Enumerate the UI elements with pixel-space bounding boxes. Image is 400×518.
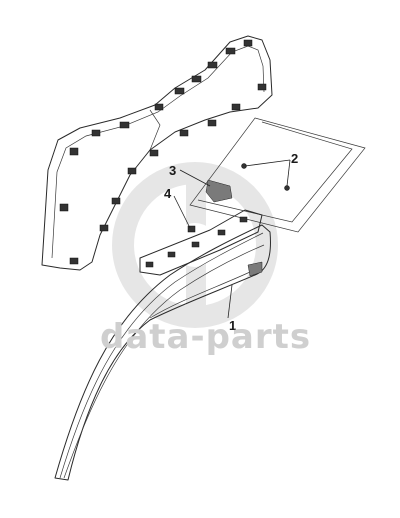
part-3-bracket bbox=[205, 179, 233, 203]
inner-panel bbox=[41, 35, 273, 271]
watermark-text: data-parts bbox=[100, 317, 311, 357]
part-4-clip bbox=[187, 225, 196, 233]
retainer-strip bbox=[139, 209, 263, 276]
callout-3: 3 bbox=[169, 163, 176, 178]
callout-1: 1 bbox=[229, 318, 236, 333]
callout-2: 2 bbox=[291, 151, 298, 166]
floor-outline bbox=[189, 117, 366, 233]
part-2-fasteners bbox=[241, 163, 290, 191]
leader-lines bbox=[173, 159, 291, 319]
callout-4: 4 bbox=[164, 186, 172, 201]
part-1-molding bbox=[54, 224, 271, 481]
